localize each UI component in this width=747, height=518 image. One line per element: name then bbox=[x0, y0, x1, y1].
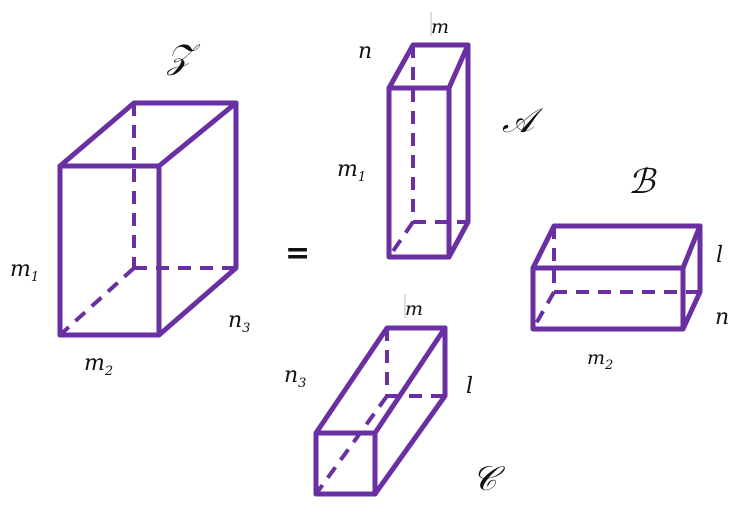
tensor-c-label: 𝒞 bbox=[472, 459, 506, 499]
tensor-a-label: 𝒜 bbox=[502, 101, 544, 141]
tensor-a-dim-top-back: m bbox=[431, 16, 449, 38]
tensor-c-box bbox=[313, 325, 448, 497]
tensor-b-hidden-depth-edge bbox=[531, 291, 556, 330]
tensor-z-hidden-depth-edge bbox=[58, 266, 136, 337]
tensor-b-top-right-edges bbox=[530, 223, 703, 332]
equals-sign: = bbox=[285, 236, 310, 271]
tensor-c-dim-top-back: m bbox=[405, 298, 423, 320]
tensor-a-dim-top-left: n bbox=[358, 39, 372, 64]
tensor-a-front-face bbox=[386, 85, 452, 260]
tensor-z-dim-width: m2 bbox=[84, 351, 113, 379]
tensor-z-dim-height: m1 bbox=[10, 257, 39, 285]
tensor-z-dim-depth: n3 bbox=[228, 308, 250, 336]
tensor-b-dim-height: l bbox=[716, 243, 723, 268]
tensor-b-dim-width: m2 bbox=[587, 347, 613, 373]
tensor-c-dim-depth: n3 bbox=[284, 363, 306, 391]
tensor-c-front-face bbox=[313, 430, 378, 497]
tensor-c-top-front-right-edge bbox=[372, 325, 448, 436]
tensor-a-dim-height: m1 bbox=[337, 157, 366, 185]
tensor-b-label: ℬ bbox=[628, 162, 657, 202]
tensor-z-box bbox=[57, 100, 239, 338]
tensor-a-top-front-right-edge bbox=[446, 42, 471, 91]
tensor-b-box bbox=[530, 223, 703, 332]
tensor-z-top-front-right-edge bbox=[156, 100, 239, 169]
tensor-b-top-front-right-edge bbox=[680, 223, 703, 271]
tensor-a-hidden-depth-edge bbox=[387, 220, 415, 259]
tensor-c-hidden-depth-edge bbox=[314, 394, 389, 496]
tensor-b-dim-depth: n bbox=[715, 305, 729, 330]
tensor-a-box bbox=[386, 42, 471, 260]
tensor-z-top-right-edges bbox=[57, 100, 239, 338]
tensor-z-front-face bbox=[57, 163, 162, 338]
tensor-z-label: 𝒵 bbox=[166, 37, 201, 77]
tensor-c-dim-height: l bbox=[466, 374, 473, 399]
